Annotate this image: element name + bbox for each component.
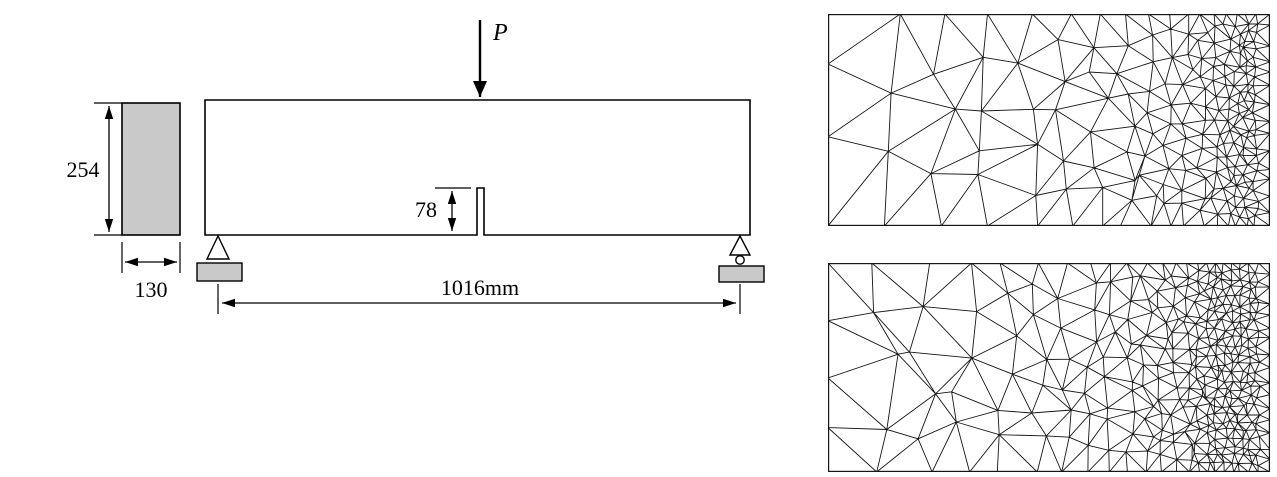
support-right-triangle <box>728 234 752 256</box>
fe-mesh-top <box>828 14 1270 226</box>
support-right-roller <box>735 255 745 265</box>
dim-notch-label: 78 <box>415 197 437 222</box>
support-left-triangle <box>205 234 231 260</box>
dim-width-label: 130 <box>135 277 168 302</box>
cross-section-rect <box>121 102 181 236</box>
dim-height-label: 254 <box>67 157 100 182</box>
fe-mesh-bottom <box>828 263 1270 472</box>
load-label: P <box>492 20 508 46</box>
support-right-pad <box>718 265 765 283</box>
beam-body <box>204 99 751 236</box>
dim-span-label: 1016mm <box>441 275 519 300</box>
support-left-pad <box>196 262 243 282</box>
beam-diagram: 254 130 P 78 1016mm <box>67 20 765 314</box>
